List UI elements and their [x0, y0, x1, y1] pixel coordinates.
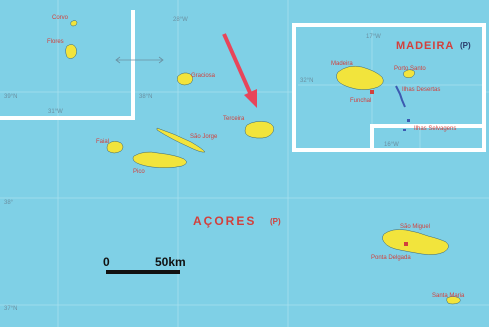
coord-lon17: 17°W: [366, 34, 381, 40]
island-selvagem-grande-shape: [407, 119, 410, 122]
label-pico: Pico: [133, 169, 145, 175]
coord-lon16: 16°W: [384, 142, 399, 148]
coord-lon31: 31°W: [48, 109, 63, 115]
island-graciosa-shape: [176, 72, 193, 86]
flores-inset-frame: [0, 10, 135, 120]
island-flores-shape: [65, 44, 77, 59]
scale-zero-label: 0: [103, 255, 110, 269]
label-sao-jorge: São Jorge: [190, 134, 218, 140]
island-santa-maria-shape: [446, 296, 461, 305]
scale-bar: [106, 270, 180, 274]
islands-layer: [65, 20, 461, 305]
island-pico-shape: [132, 151, 187, 169]
label-ilhas-desertas: Ilhas Desertas: [402, 87, 440, 93]
distance-indicator: [115, 56, 164, 64]
coord-lon28: 28°W: [173, 17, 188, 23]
label-ilhas-selvagens: Ilhas Selvagens: [414, 126, 456, 132]
label-santa-maria: Santa Maria: [432, 293, 465, 299]
coord-lat39: 39°N: [4, 94, 17, 100]
label-madeira: Madeira: [331, 61, 353, 67]
main-title-suffix: (P): [270, 217, 281, 226]
label-ponta-delgada: Ponta Delgada: [371, 255, 411, 261]
label-faial: Faial: [96, 139, 109, 145]
island-porto-santo-shape: [403, 69, 415, 79]
coord-lat38: 38°: [4, 200, 14, 206]
scale-distance-label: 50km: [155, 255, 186, 269]
inset-title-suffix: (P): [460, 41, 471, 50]
island-desertas-shape: [395, 85, 406, 108]
coord-lat38n: 38°N: [139, 94, 152, 100]
island-sao-miguel-shape: [382, 229, 449, 255]
label-corvo: Corvo: [52, 15, 69, 21]
main-title: AÇORES: [193, 214, 256, 228]
label-graciosa: Graciosa: [191, 73, 216, 79]
ponta-delgada-marker: [404, 242, 408, 246]
coord-lat37: 37°N: [4, 306, 17, 312]
label-flores: Flores: [47, 39, 64, 45]
island-selvagem-pequena-shape: [403, 129, 406, 131]
island-terceira-shape: [244, 121, 274, 139]
coord-lat32: 32°N: [300, 78, 313, 84]
funchal-marker: [370, 90, 374, 94]
island-corvo-shape: [70, 20, 78, 27]
label-terceira: Terceira: [223, 116, 245, 122]
label-porto-santo: Porto Santo: [394, 66, 426, 72]
highlight-arrow: [222, 33, 257, 108]
island-sao-jorge-shape: [156, 127, 206, 153]
label-funchal: Funchal: [350, 98, 371, 104]
madeira-inset-frame: [292, 23, 486, 152]
inset-title: MADEIRA: [396, 40, 454, 52]
island-madeira-shape: [336, 65, 384, 90]
island-faial-shape: [106, 141, 124, 154]
label-sao-miguel: São Miguel: [400, 224, 430, 230]
selvagens-inset-frame: [370, 124, 484, 150]
